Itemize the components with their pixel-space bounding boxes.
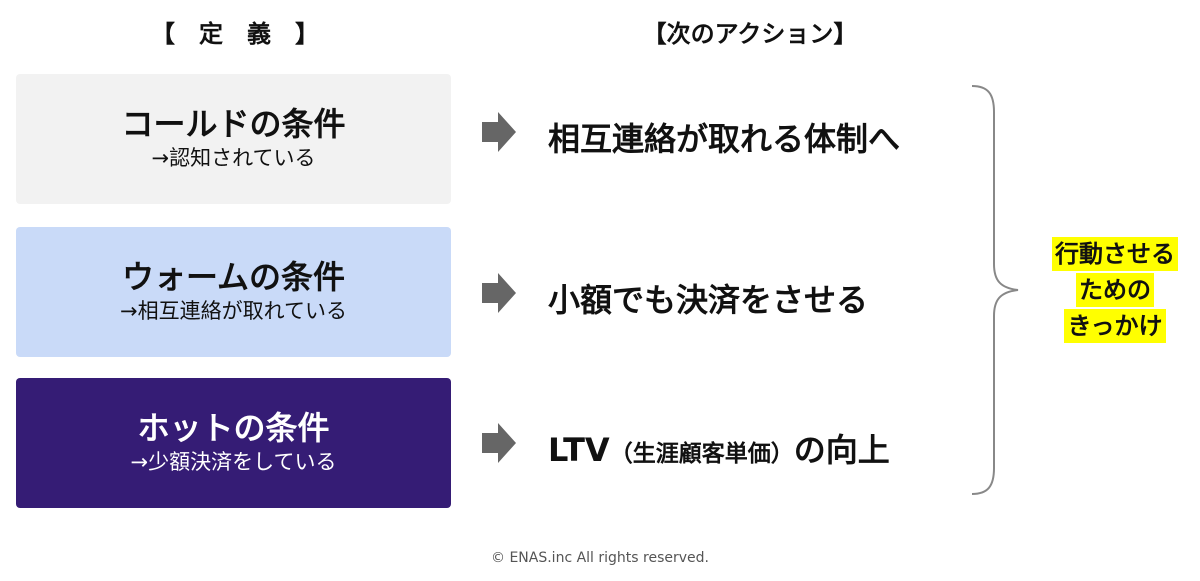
warm-condition-title: ウォームの条件: [121, 257, 346, 296]
hot-condition-title: ホットの条件: [137, 408, 330, 447]
goal-line: きっかけ: [1064, 309, 1166, 343]
action-ltv-tail: の向上: [793, 431, 890, 469]
hot-condition-subtitle: →少額決済をしている: [130, 449, 337, 474]
cold-condition-box: コールドの条件 →認知されている: [16, 74, 451, 204]
action-ltv-improvement: LTV（生涯顧客単価）の向上: [548, 425, 890, 471]
right-arrow-icon: [482, 421, 518, 465]
action-mutual-contact: 相互連絡が取れる体制へ: [548, 120, 901, 158]
right-arrow-icon: [482, 271, 518, 315]
action-small-payment: 小額でも決済をさせる: [548, 281, 869, 319]
copyright-notice: © ENAS.inc All rights reserved.: [491, 550, 709, 566]
action-ltv-paren: （生涯顧客単価）: [609, 441, 794, 467]
right-curly-brace: [968, 84, 1028, 496]
action-ltv-main: LTV: [548, 431, 610, 469]
next-action-header: 【次のアクション】: [642, 20, 858, 48]
goal-line: ための: [1076, 273, 1154, 307]
cold-condition-subtitle: →認知されている: [151, 145, 316, 170]
hot-condition-box: ホットの条件 →少額決済をしている: [16, 378, 451, 508]
definition-header: 【 定 義 】: [151, 20, 319, 48]
goal-label: 行動させる ための きっかけ: [1040, 236, 1190, 344]
goal-line: 行動させる: [1052, 237, 1178, 271]
warm-condition-box: ウォームの条件 →相互連絡が取れている: [16, 227, 451, 357]
warm-condition-subtitle: →相互連絡が取れている: [120, 298, 347, 323]
right-arrow-icon: [482, 110, 518, 154]
cold-condition-title: コールドの条件: [121, 104, 346, 143]
